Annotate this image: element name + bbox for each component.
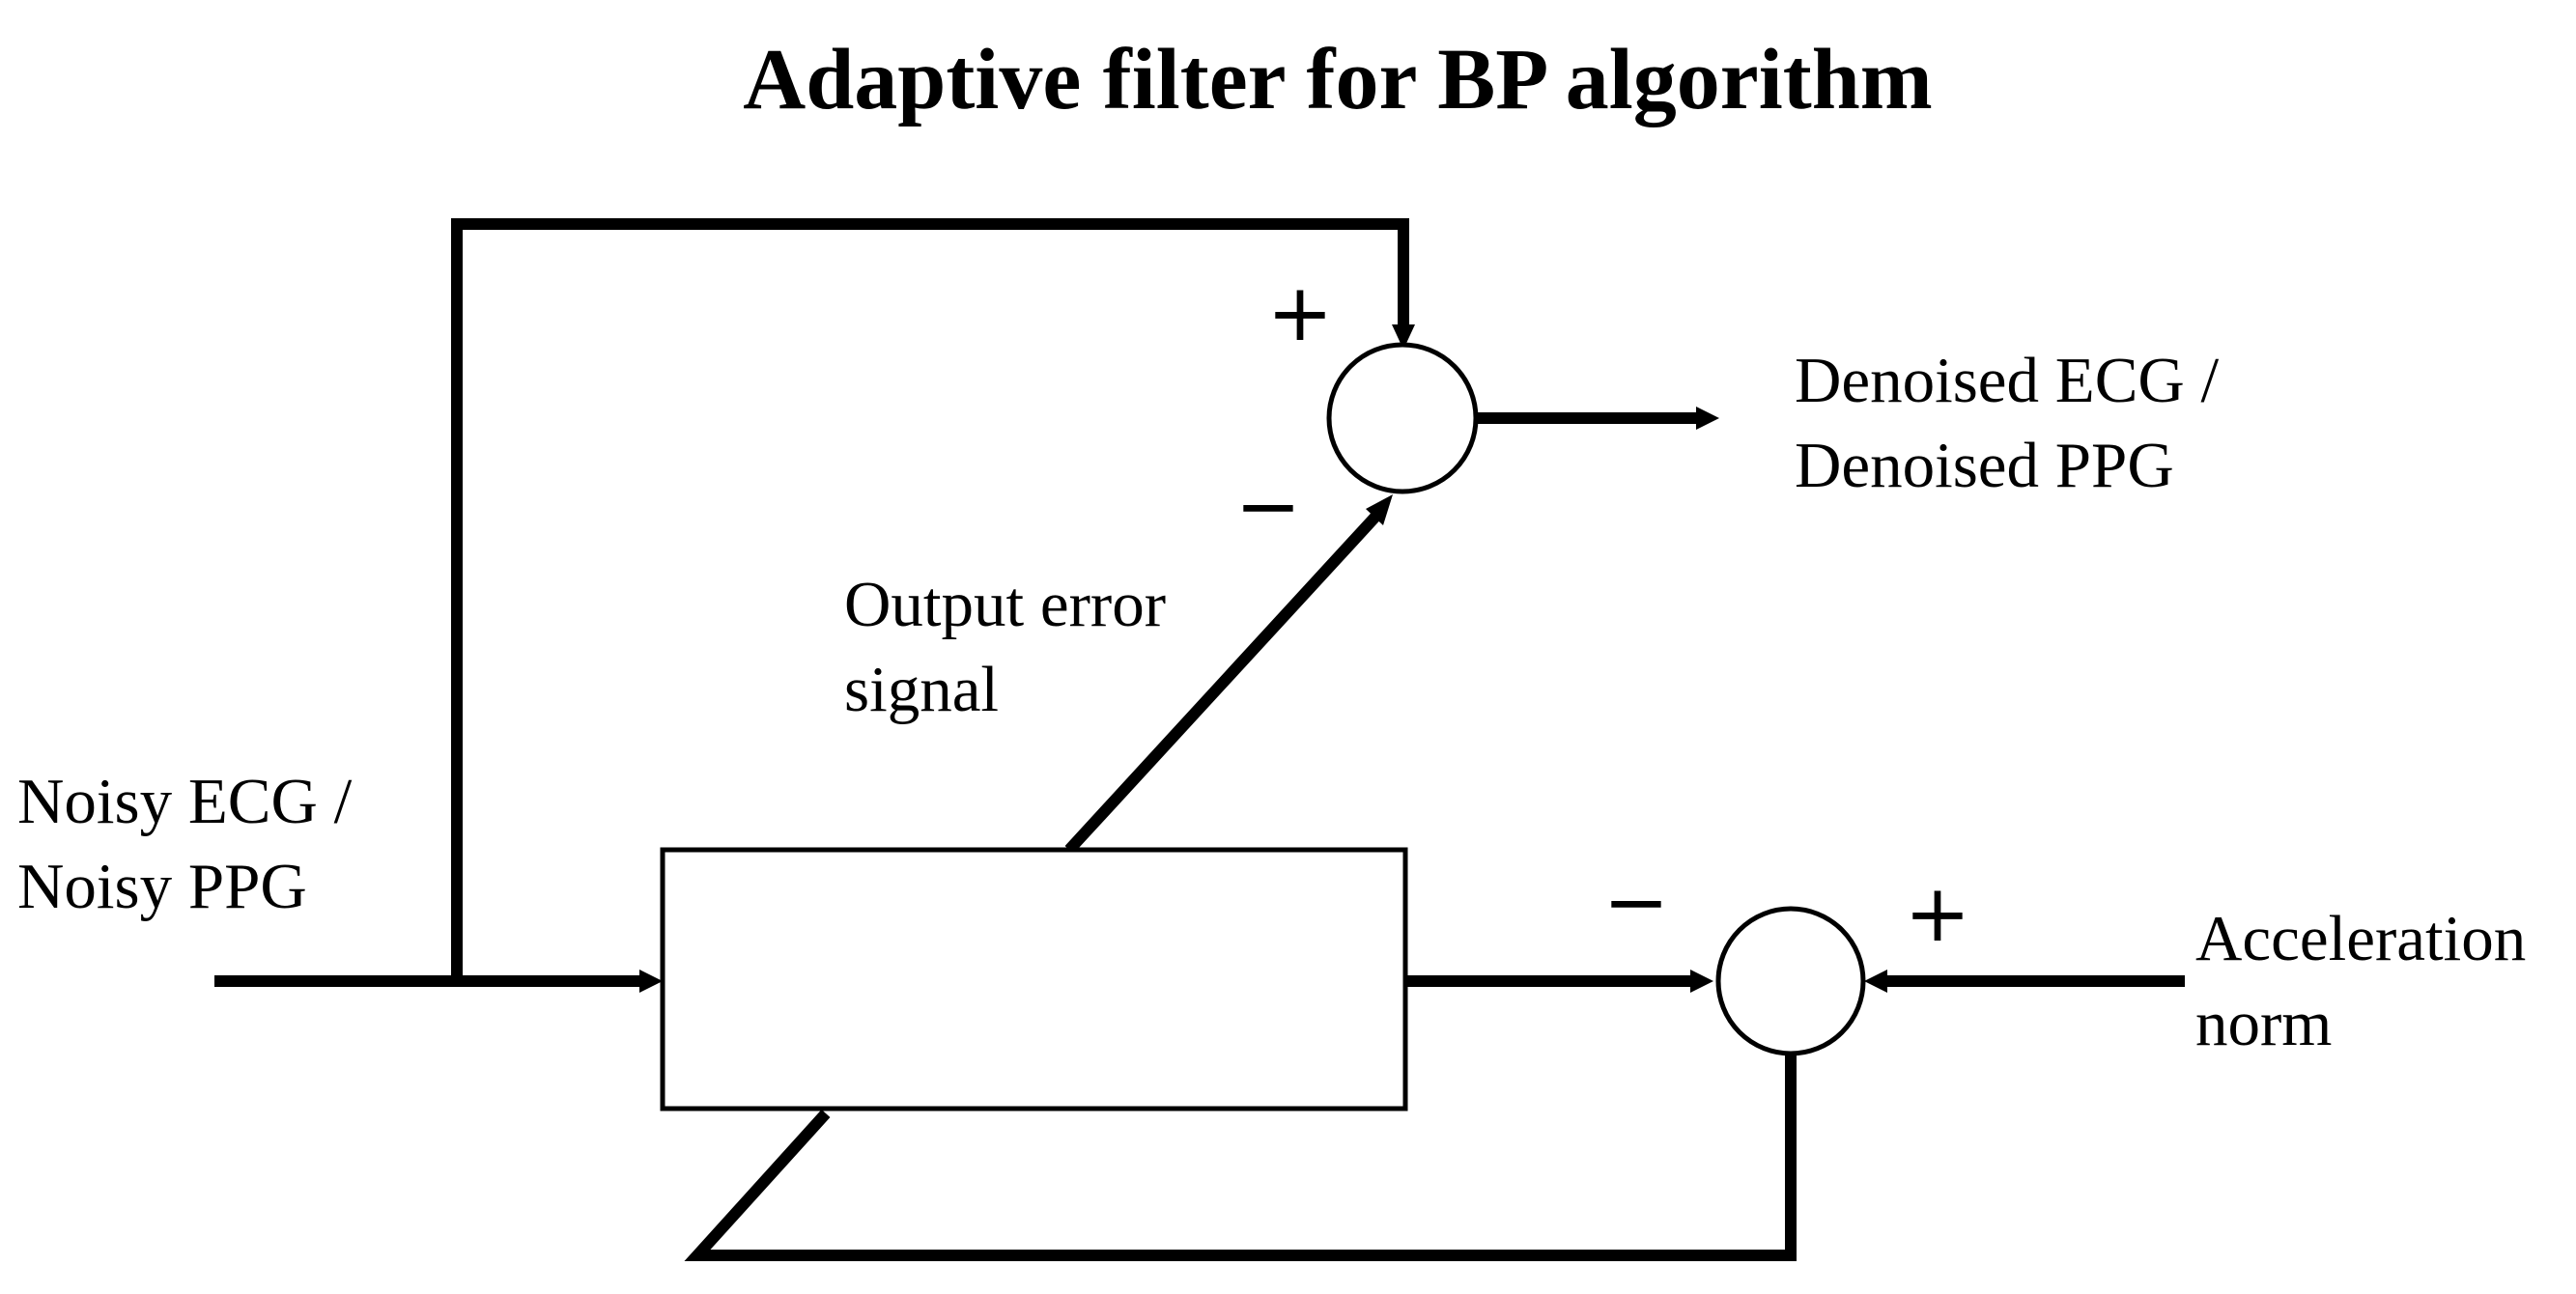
top-minus-sign: − [1235,461,1302,552]
reference-label-line-1: Acceleration [2195,903,2526,974]
output-label-line-2: Denoised PPG [1795,430,2174,501]
reference-input-arrowhead [1864,970,1887,993]
feedforward-arrowhead [1392,324,1415,350]
feedforward-wire [451,218,1409,987]
diagram-title: Adaptive filter for BP algorithm [743,32,1933,127]
error-label-line-2: signal [844,654,999,725]
error-signal-wire [1064,511,1381,855]
input-arrowhead [639,970,663,993]
bottom-summing-junction [1715,906,1866,1056]
bottom-plus-sign: + [1905,868,1971,960]
reference-label-line-2: norm [2195,988,2332,1059]
output-label-line-1: Denoised ECG / [1795,345,2220,416]
top-plus-sign: + [1267,267,1334,359]
input-label-line-1: Noisy ECG / [17,766,353,837]
top-summing-junction [1326,342,1479,494]
bottom-minus-sign: − [1603,857,1670,948]
adaptive-filter-block [660,847,1408,1111]
error-signal-arrowhead [1366,494,1393,525]
error-label-line-1: Output error [844,569,1166,640]
adaptation-feedback-wire [684,1054,1797,1261]
input-label-line-2: Noisy PPG [17,851,307,922]
filter-output-arrowhead [1690,970,1713,993]
output-arrowhead [1696,407,1719,430]
